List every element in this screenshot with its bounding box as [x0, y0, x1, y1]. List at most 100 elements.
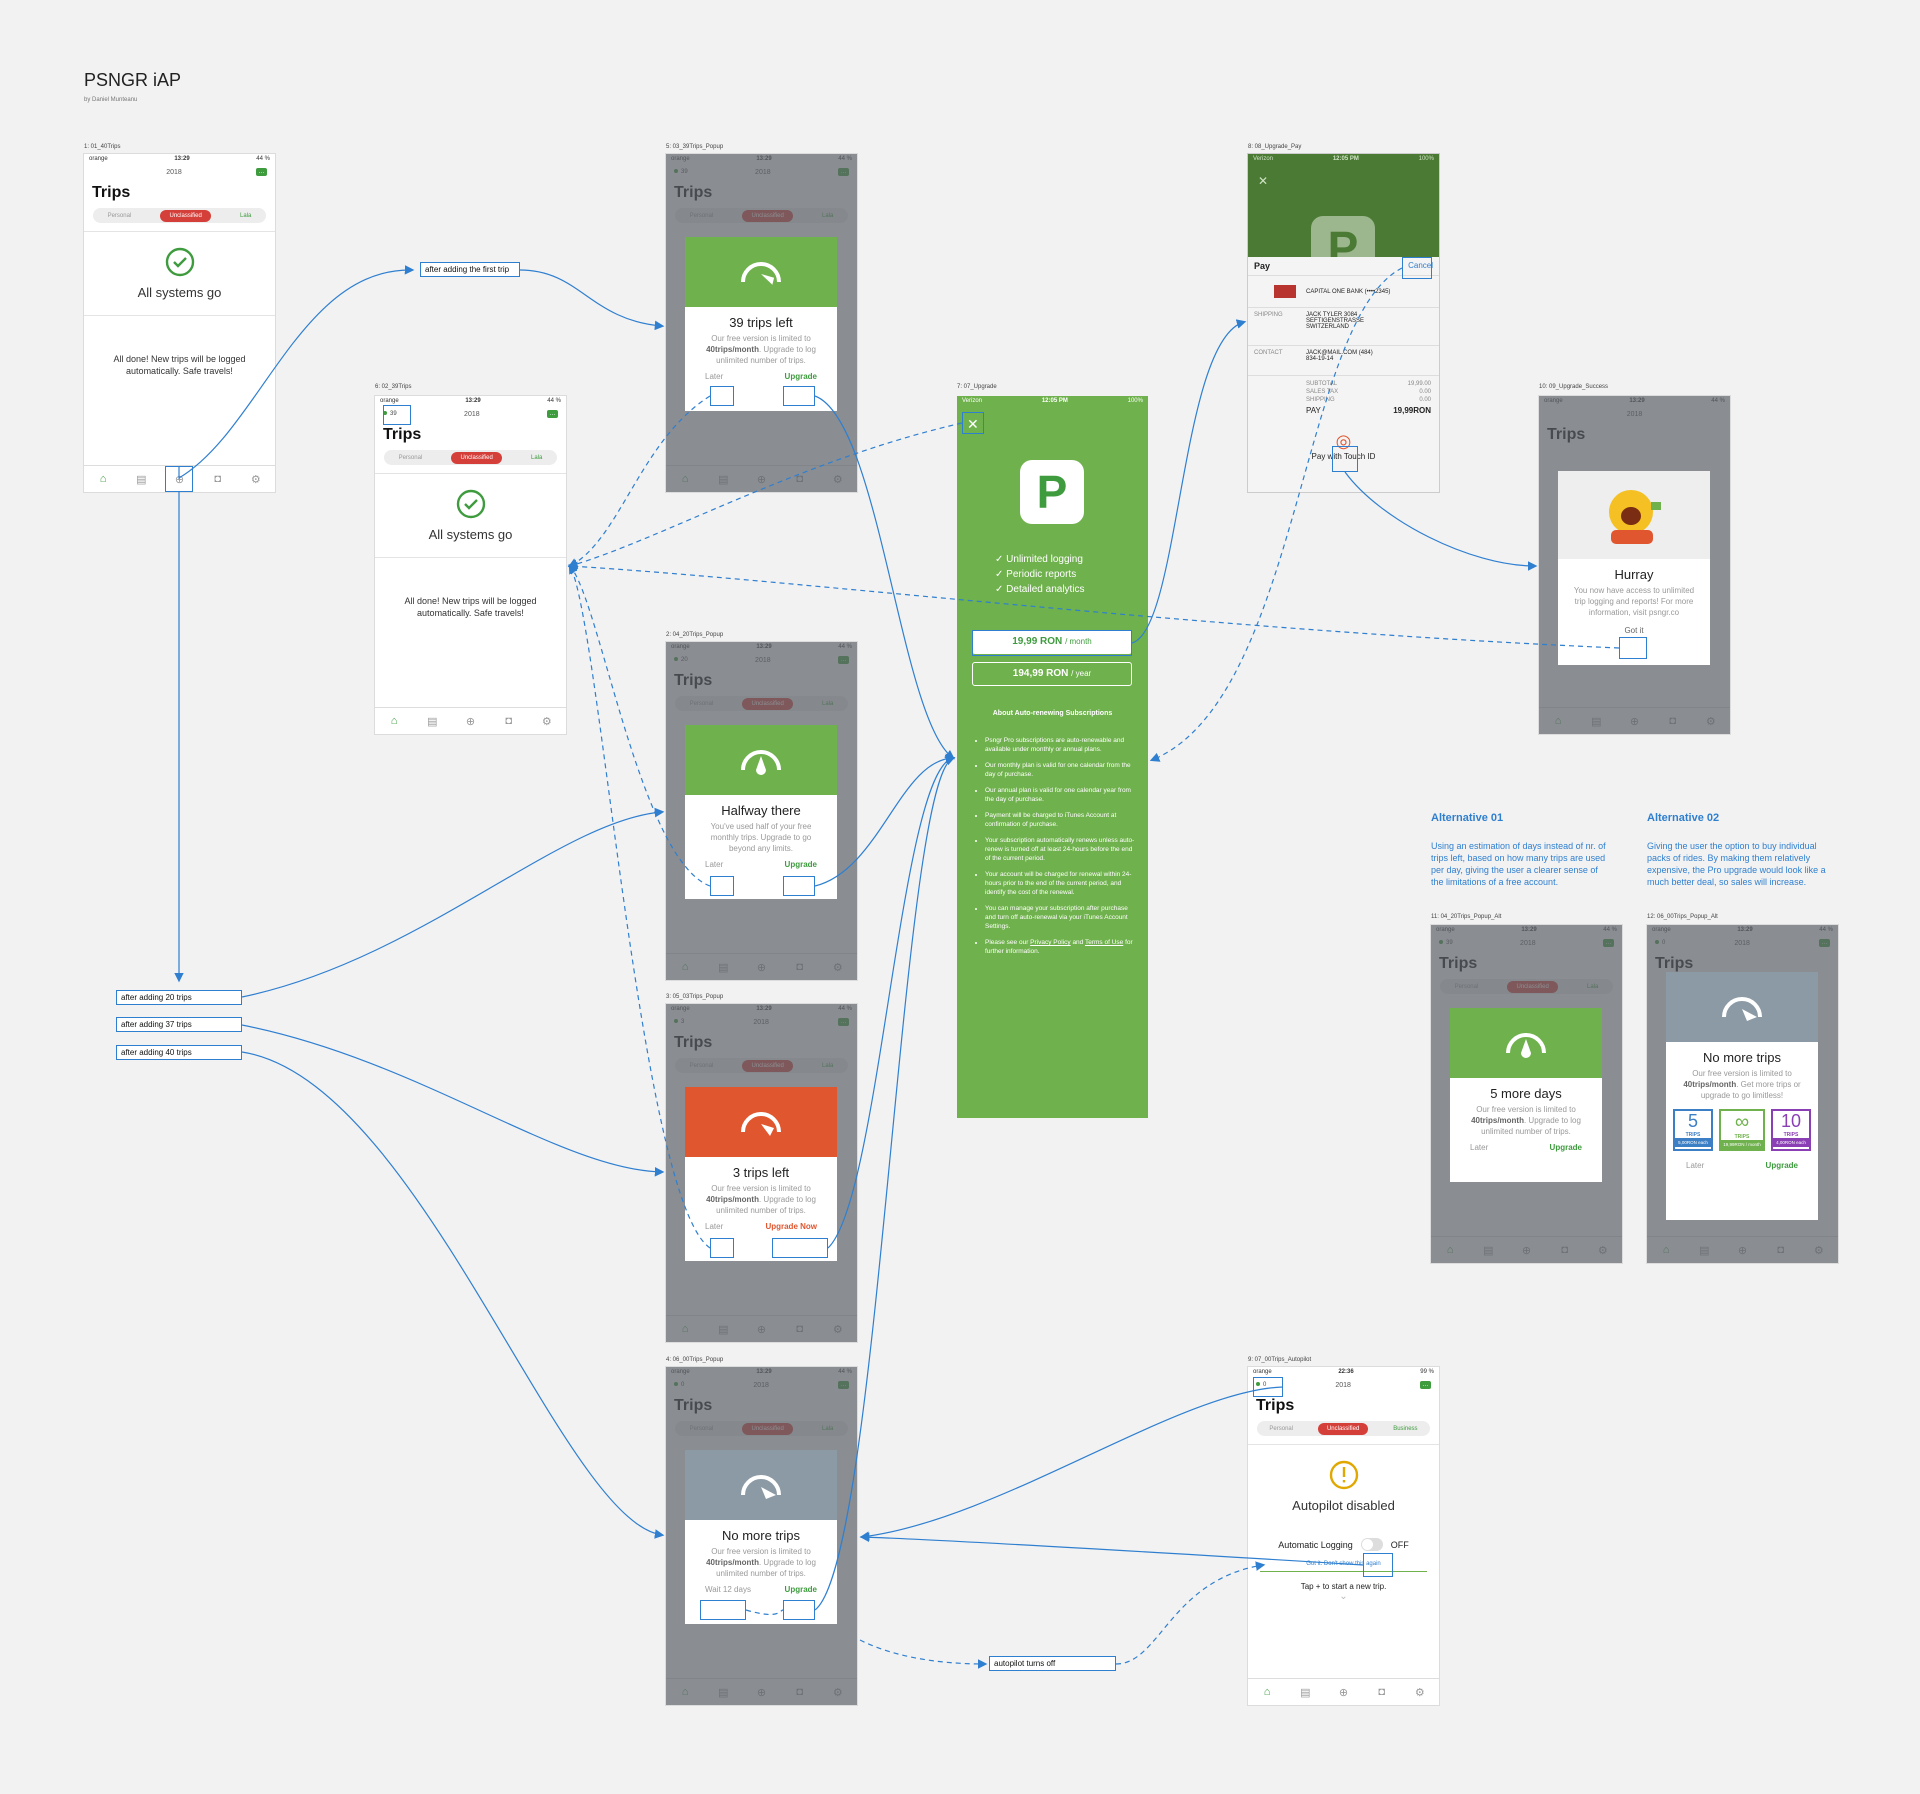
later-button[interactable]: Later: [705, 1222, 724, 1231]
popup-title: 3 trips left: [732, 1165, 790, 1180]
chat-icon[interactable]: …: [546, 410, 558, 418]
board-title: PSNGR iAP: [84, 70, 182, 90]
privacy-link[interactable]: Privacy Policy: [1030, 939, 1071, 946]
year-selector[interactable]: 2018: [166, 168, 182, 176]
wait-button[interactable]: Wait 12 days: [705, 1585, 751, 1594]
later-button[interactable]: Later: [705, 860, 724, 869]
gear-icon[interactable]: ⚙: [250, 473, 261, 486]
caption: 5: 03_39Trips_Popup: [666, 144, 724, 150]
success-desc: You now have access to unlimited trip lo…: [1573, 586, 1695, 617]
upgrade-button[interactable]: Upgrade: [784, 860, 817, 869]
page-title: Trips: [383, 426, 422, 443]
gauge-icon: [741, 1475, 781, 1499]
seg-lala[interactable]: Lala: [240, 212, 252, 219]
seg-personal[interactable]: Personal: [107, 212, 132, 219]
label-autopilot: autopilot turns off: [989, 1656, 1116, 1671]
upgrade-now-button[interactable]: Upgrade Now: [765, 1222, 817, 1231]
later-button[interactable]: Later: [1470, 1143, 1489, 1152]
hotspot-upgrade: [783, 1600, 815, 1620]
seg-unclassified[interactable]: Unclassified: [160, 209, 211, 222]
hotspot-cancel: [1402, 257, 1432, 279]
home-icon[interactable]: ⌂: [390, 715, 398, 727]
reports-icon[interactable]: ▤: [427, 715, 438, 728]
popup-title: No more trips: [1702, 1050, 1782, 1065]
caption: 10: 09_Upgrade_Success: [1539, 384, 1609, 390]
upgrade-button[interactable]: Upgrade: [784, 1585, 817, 1594]
success-title: Hurray: [1614, 567, 1654, 582]
hotspot-upgrade: [783, 876, 815, 896]
gear-icon[interactable]: ⚙: [541, 715, 552, 728]
label-first-trip: after adding the first trip: [420, 262, 520, 277]
gauge-icon: [741, 1112, 781, 1136]
battery-text: 44 %: [547, 398, 561, 404]
later-button[interactable]: Later: [1686, 1161, 1705, 1170]
year-selector[interactable]: 2018: [464, 410, 480, 418]
seg-personal[interactable]: Personal: [398, 454, 423, 461]
wire: [859, 1386, 1284, 1541]
status-text: All systems go: [428, 527, 513, 542]
hotspot-touch: [1332, 446, 1358, 472]
hotspot-counter: [383, 405, 411, 425]
autopilot-title: Autopilot disabled: [1292, 1498, 1395, 1513]
reports-icon[interactable]: ▤: [136, 473, 147, 486]
upgrade-button[interactable]: Upgrade: [784, 372, 817, 381]
auto-logging-toggle[interactable]: [1360, 1538, 1383, 1551]
card-row[interactable]: CAPITAL ONE BANK (••••2345): [1248, 276, 1439, 308]
wire-dashed: [745, 1609, 784, 1615]
seg-unclassified[interactable]: Unclassified: [451, 451, 502, 464]
wire: [519, 269, 665, 331]
wire: [241, 1024, 665, 1177]
close-icon[interactable]: ✕: [967, 416, 979, 432]
wire-dashed: [567, 561, 1620, 649]
car-icon[interactable]: ◘: [214, 473, 221, 485]
hotspot-wait: [700, 1600, 746, 1620]
hotspot-toggle: [1363, 1553, 1393, 1577]
popup-desc: Our free version is limited to 40trips/m…: [706, 334, 816, 365]
got-it-button[interactable]: Got it: [1624, 626, 1644, 635]
feature-list: ✓ Unlimited logging ✓ Periodic reports ✓…: [995, 554, 1085, 595]
popup-title: 39 trips left: [729, 315, 793, 330]
upgrade-button[interactable]: Upgrade: [1765, 1161, 1798, 1170]
check-circle-icon: [456, 489, 485, 519]
page-title: Trips: [92, 184, 131, 201]
add-trip-icon[interactable]: ⊕: [465, 715, 476, 728]
car-icon[interactable]: ◘: [505, 715, 512, 727]
home-icon[interactable]: ⌂: [99, 473, 107, 485]
caption: 8: 08_Upgrade_Pay: [1248, 144, 1302, 150]
wire: [814, 395, 955, 760]
later-button[interactable]: Later: [705, 372, 724, 381]
monthly-plan-button[interactable]: 19,99 RON / month: [972, 630, 1132, 654]
upgrade-button[interactable]: Upgrade: [1549, 1143, 1582, 1152]
trip-counter: 39: [383, 411, 397, 417]
segment-control[interactable]: Personal Unclassified Lala: [93, 208, 266, 223]
gauge-icon: [1506, 1033, 1546, 1058]
popup-desc: Our free version is limited to 40trips/m…: [706, 1184, 816, 1215]
hotspot-upgrade: [783, 386, 815, 406]
wire-dashed: [1115, 1561, 1266, 1665]
terms-link[interactable]: Terms of Use: [1084, 939, 1124, 946]
popup-title: Halfway there: [721, 803, 801, 818]
alt2-desc: Giving the user the option to buy indivi…: [1647, 841, 1826, 887]
close-icon[interactable]: ✕: [1258, 174, 1269, 188]
seg-lala[interactable]: Lala: [531, 454, 543, 461]
hotspot-later: [710, 876, 734, 896]
add-trip-icon[interactable]: ⊕: [174, 473, 185, 486]
alt1-desc: Using an estimation of days instead of n…: [1431, 841, 1606, 887]
cancel-button[interactable]: Cancel: [1408, 261, 1433, 270]
yearly-plan-button[interactable]: 194,99 RON / year: [972, 662, 1132, 686]
segment-control[interactable]: Personal Unclassified Lala: [384, 450, 557, 465]
wire: [859, 1532, 1364, 1566]
chat-icon[interactable]: …: [255, 168, 267, 176]
label-20-trips: after adding 20 trips: [116, 990, 242, 1005]
